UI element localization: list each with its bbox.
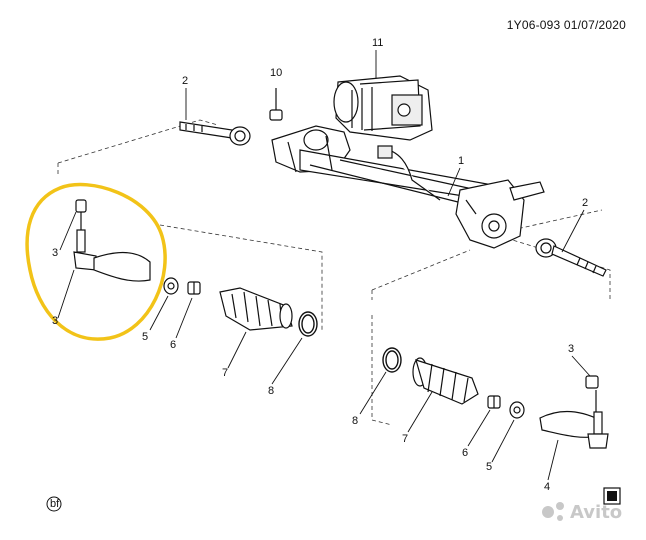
nut-part-5-left <box>163 277 179 295</box>
part-label-7-left: 7 <box>222 367 228 379</box>
nut-part-5-right <box>509 401 525 419</box>
part-label-3-left: 3 <box>52 247 58 259</box>
part-label-4: 4 <box>544 481 550 493</box>
highlight-circle <box>25 182 167 341</box>
part-label-6-right: 6 <box>462 447 468 459</box>
inner-tie-rod-right <box>535 238 607 277</box>
part-label-5-right: 5 <box>486 461 492 473</box>
watermark-text: Avito <box>570 502 622 523</box>
clamp-part-6-right <box>487 395 501 409</box>
clamp-ring-part-8-right <box>382 347 402 373</box>
part-label-1: 1 <box>458 155 464 167</box>
assembly-guide-lines <box>57 119 611 426</box>
part-label-10: 10 <box>270 67 282 79</box>
document-header-code: 1Y06-093 01/07/2020 <box>506 18 626 32</box>
steering-gear-housing-part-1 <box>271 125 545 249</box>
avito-watermark: Avito <box>542 502 622 523</box>
leader-lines <box>57 50 591 481</box>
part-label-5-left: 5 <box>142 331 148 343</box>
part-label-11: 11 <box>372 37 383 49</box>
corner-mark: bf <box>46 496 62 512</box>
inner-tie-rod-left <box>179 121 251 146</box>
part-label-8-right: 8 <box>352 415 358 427</box>
manufacturer-logo <box>603 487 621 505</box>
part-label-7-right: 7 <box>402 433 408 445</box>
part-label-2-right: 2 <box>582 197 588 209</box>
clamp-part-6-left <box>187 281 201 295</box>
boot-part-7-left <box>219 287 293 331</box>
part-label-6-left: 6 <box>170 339 176 351</box>
clamp-ring-part-8-left <box>298 311 318 337</box>
outer-tie-rod-end-right <box>539 375 609 449</box>
part-label-3-right: 3 <box>568 343 574 355</box>
part-label-8-left: 8 <box>268 385 274 397</box>
part-label-2-left: 2 <box>182 75 188 87</box>
outer-tie-rod-end-left <box>73 199 151 282</box>
boot-part-7-right <box>412 357 479 405</box>
corner-mark-text: bf <box>50 498 60 510</box>
part-label-3-left-lower: 3 <box>52 315 58 327</box>
bolt-part-10 <box>269 88 283 121</box>
electric-motor-part-11 <box>333 75 433 141</box>
